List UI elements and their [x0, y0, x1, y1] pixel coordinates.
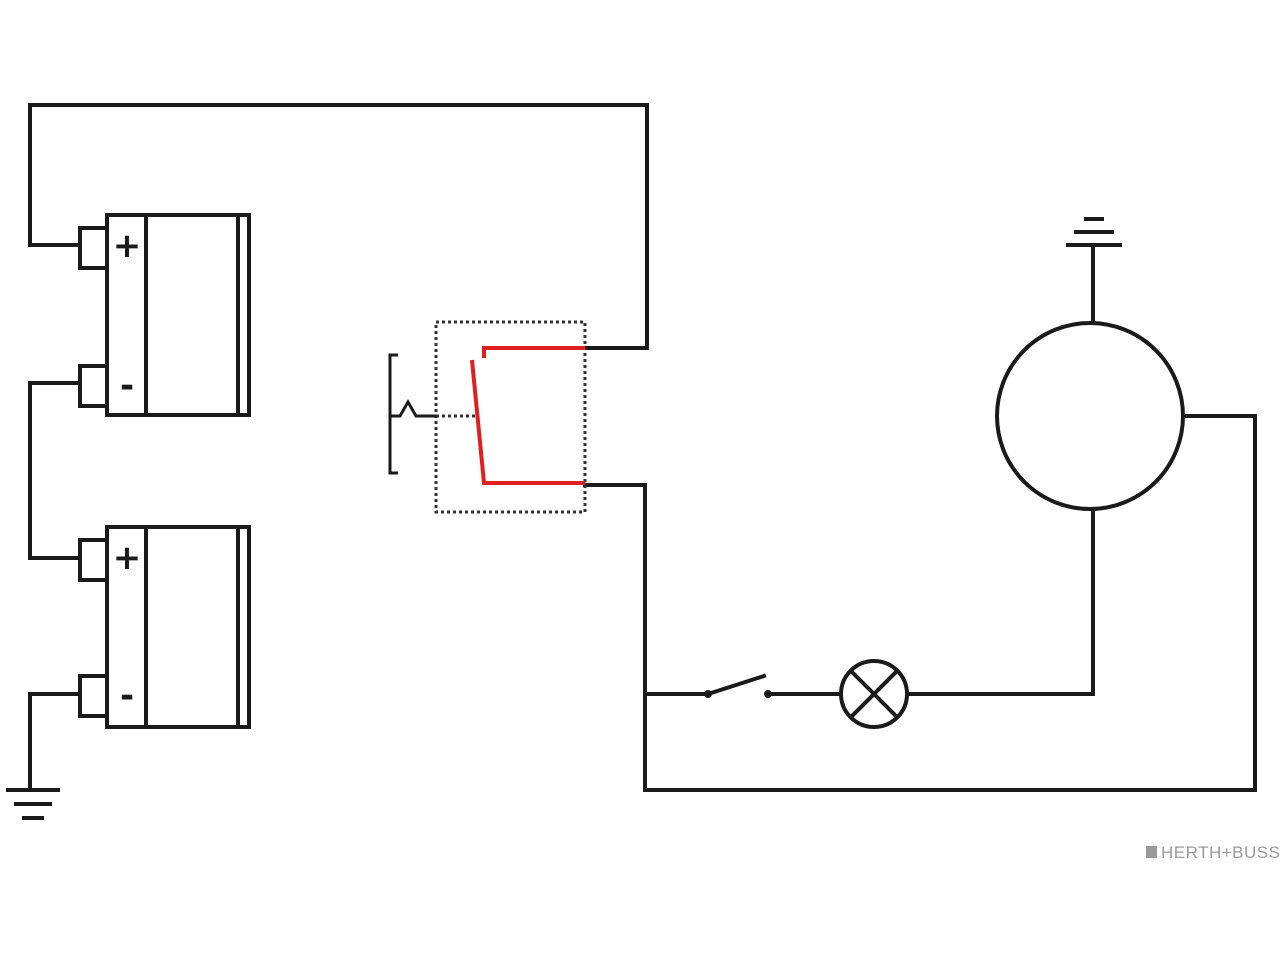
brand-mark [1146, 846, 1157, 858]
wire-battery-link [28, 381, 82, 560]
wire-lamp-motor [906, 508, 1095, 696]
motor-icon [995, 321, 1185, 511]
battery-icon [105, 213, 251, 417]
minus-sign: - [120, 366, 134, 406]
relay-coil-wave [390, 398, 436, 418]
wire-ground-left [28, 692, 82, 792]
battery-terminal-plus [78, 226, 109, 270]
brand-logo: HERTH+BUSS [1146, 843, 1280, 862]
plus-sign: + [113, 226, 142, 266]
switch-contact [764, 690, 772, 698]
battery-top: + - [78, 213, 251, 417]
battery-bottom: + - [78, 525, 251, 729]
ground-icon [1066, 217, 1122, 247]
switch-blade [705, 673, 767, 697]
battery-terminal-minus [78, 364, 109, 408]
minus-sign: - [120, 676, 134, 716]
relay-bracket [388, 353, 398, 475]
plus-sign: + [113, 538, 142, 578]
brand-text: HERTH+BUSS [1161, 843, 1280, 862]
wiring [28, 103, 1257, 792]
battery-terminal-plus [78, 538, 109, 582]
lamp-icon [839, 659, 909, 729]
battery-terminal-minus [78, 674, 109, 718]
motor-circle [995, 321, 1185, 511]
switch-icon [704, 673, 772, 698]
ground-icon [6, 788, 60, 820]
wire-relay-bottom [583, 414, 1257, 792]
relay-contact [470, 346, 585, 485]
relay-icon [388, 320, 587, 514]
lamp-cross-2 [848, 668, 900, 720]
lamp-circle [839, 659, 909, 729]
wire-top-loop [28, 103, 649, 350]
battery-icon [105, 525, 251, 729]
